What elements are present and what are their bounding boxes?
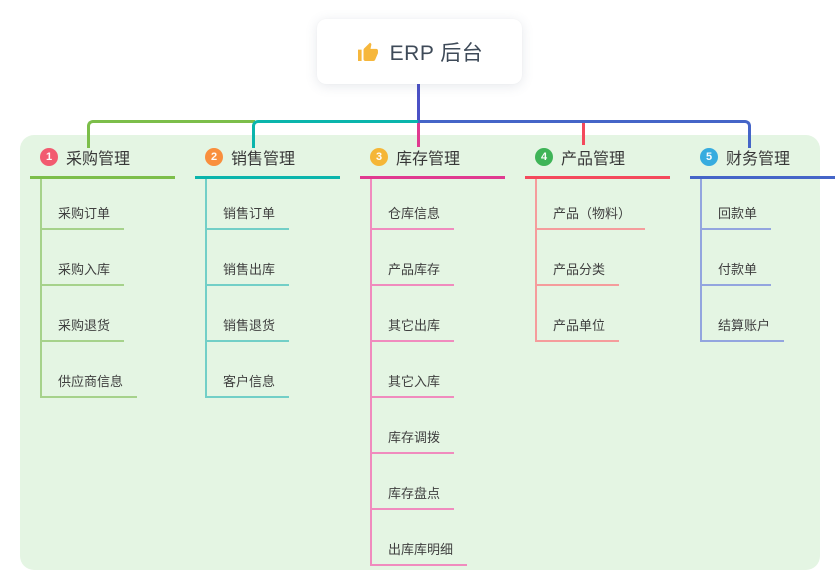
child-node-仓库信息[interactable]: 仓库信息 (372, 179, 455, 230)
child-node-库存盘点[interactable]: 库存盘点 (372, 454, 455, 510)
branch-1-connector (86, 120, 255, 148)
branch-label: 采购管理 (66, 151, 131, 168)
branch-header-财务管理[interactable]: 5 财务管理 (690, 146, 835, 179)
child-node-产品分类[interactable]: 产品分类 (537, 230, 620, 286)
child-node-采购入库[interactable]: 采购入库 (42, 230, 125, 286)
child-node-出库库明细[interactable]: 出库库明细 (372, 510, 468, 566)
branch-number-badge: 5 (700, 148, 718, 166)
branch-财务管理: 5 财务管理回款单付款单结算账户 (690, 146, 835, 342)
branch-number-badge: 2 (205, 148, 223, 166)
branch-number-badge: 1 (40, 148, 58, 166)
branch-children: 回款单付款单结算账户 (700, 179, 835, 342)
branch-children: 产品（物料）产品分类产品单位 (535, 179, 670, 342)
branch-库存管理: 3 库存管理仓库信息产品库存其它出库其它入库库存调拨库存盘点出库库明细 (360, 146, 505, 566)
root-title: ERP 后台 (389, 41, 484, 65)
child-node-销售订单[interactable]: 销售订单 (207, 179, 290, 230)
branch-3-connector (416, 123, 420, 147)
child-node-产品（物料）[interactable]: 产品（物料） (537, 179, 646, 230)
child-node-销售退货[interactable]: 销售退货 (207, 286, 290, 342)
child-node-产品单位[interactable]: 产品单位 (537, 286, 620, 342)
branch-number-badge: 4 (535, 148, 553, 166)
branch-销售管理: 2 销售管理销售订单销售出库销售退货客户信息 (195, 146, 340, 398)
branch-2-connector (251, 120, 420, 148)
child-node-采购退货[interactable]: 采购退货 (42, 286, 125, 342)
child-node-采购订单[interactable]: 采购订单 (42, 179, 125, 230)
child-node-结算账户[interactable]: 结算账户 (702, 286, 785, 342)
child-node-回款单[interactable]: 回款单 (702, 179, 772, 230)
branch-label: 财务管理 (726, 151, 791, 168)
branch-children: 采购订单采购入库采购退货供应商信息 (40, 179, 175, 398)
branch-采购管理: 1 采购管理采购订单采购入库采购退货供应商信息 (30, 146, 175, 398)
child-node-销售出库[interactable]: 销售出库 (207, 230, 290, 286)
branch-children: 仓库信息产品库存其它出库其它入库库存调拨库存盘点出库库明细 (370, 179, 505, 566)
branch-4-connector (581, 123, 585, 145)
root-connector-line (416, 84, 420, 123)
branches-panel (20, 135, 820, 570)
branch-header-库存管理[interactable]: 3 库存管理 (360, 146, 505, 179)
branch-header-销售管理[interactable]: 2 销售管理 (195, 146, 340, 179)
branch-children: 销售订单销售出库销售退货客户信息 (205, 179, 340, 398)
branch-5-connector (418, 120, 751, 148)
branch-label: 库存管理 (396, 151, 461, 168)
child-node-产品库存[interactable]: 产品库存 (372, 230, 455, 286)
branch-header-采购管理[interactable]: 1 采购管理 (30, 146, 175, 179)
branch-label: 销售管理 (231, 151, 296, 168)
child-node-客户信息[interactable]: 客户信息 (207, 342, 290, 398)
child-node-付款单[interactable]: 付款单 (702, 230, 772, 286)
child-node-库存调拨[interactable]: 库存调拨 (372, 398, 455, 454)
branch-产品管理: 4 产品管理产品（物料）产品分类产品单位 (525, 146, 670, 342)
branch-label: 产品管理 (561, 151, 626, 168)
child-node-其它出库[interactable]: 其它出库 (372, 286, 455, 342)
child-node-供应商信息[interactable]: 供应商信息 (42, 342, 138, 398)
thumbs-up-icon (356, 40, 380, 64)
branch-number-badge: 3 (370, 148, 388, 166)
branch-header-产品管理[interactable]: 4 产品管理 (525, 146, 670, 179)
root-node[interactable]: ERP 后台 (317, 19, 522, 84)
child-node-其它入库[interactable]: 其它入库 (372, 342, 455, 398)
